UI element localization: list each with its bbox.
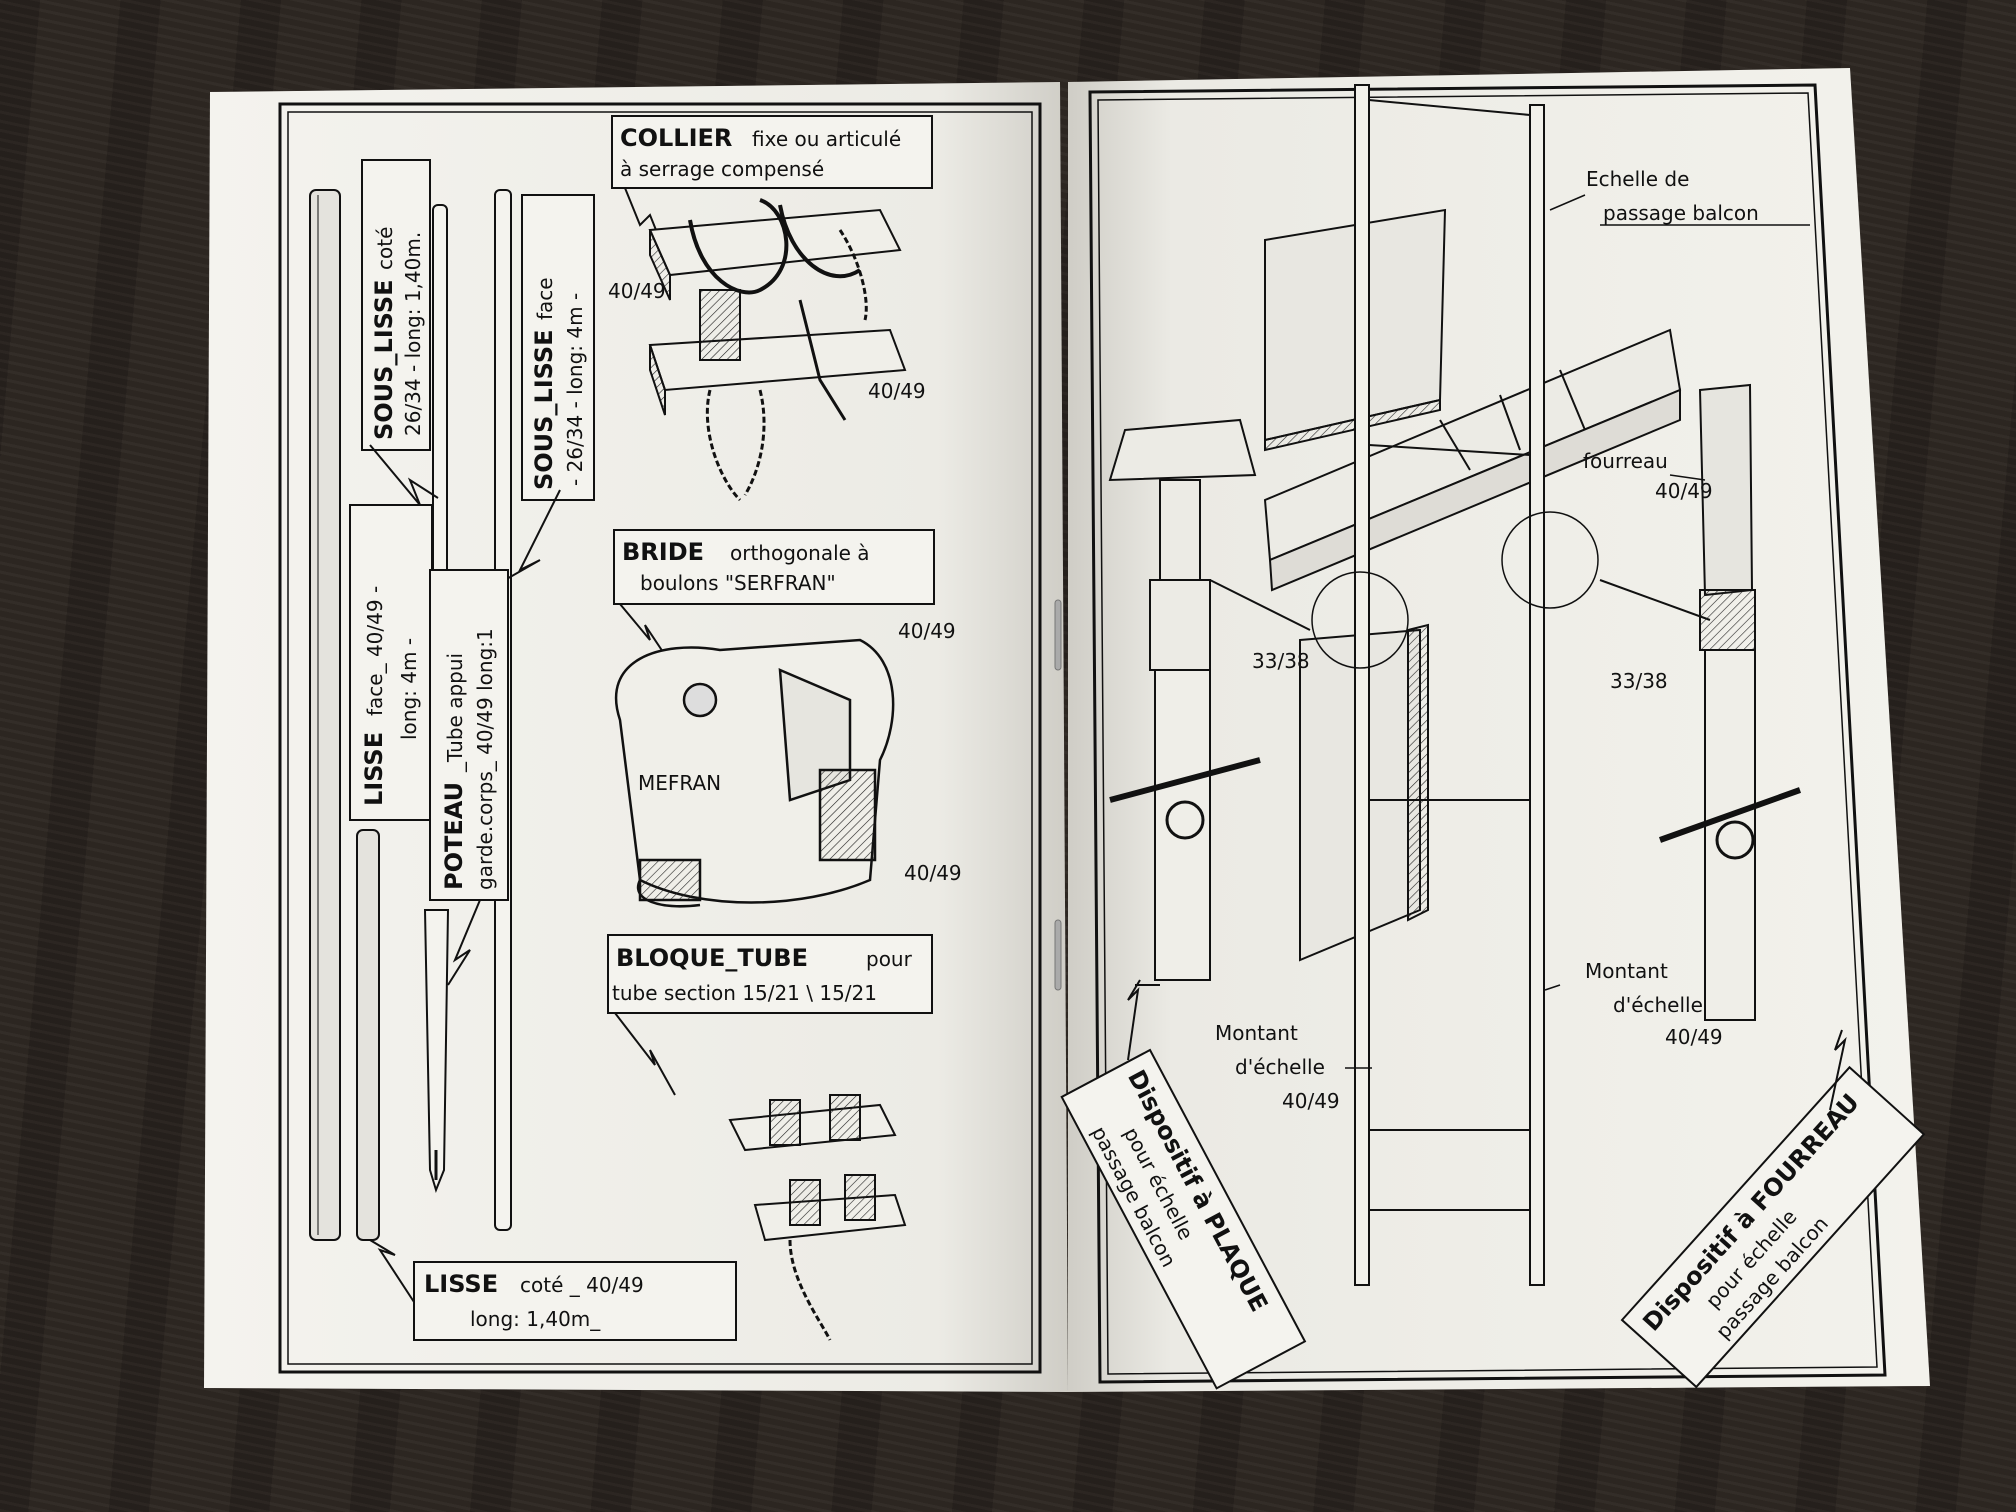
bride-title: BRIDE	[622, 538, 704, 566]
right-page: Echelle de passage balcon fourreau 40/49…	[1060, 68, 1930, 1392]
lisse-face-label: LISSE face_ 40/49 - long: 4m -	[349, 504, 433, 821]
bloque-tube-line1: pour	[866, 947, 913, 971]
fourreau-device-drawing	[1658, 383, 1802, 1021]
montant-right-dim: 40/49	[1665, 1025, 1723, 1049]
lisse-face-line2: long: 4m -	[397, 638, 421, 740]
bride-drawing	[614, 638, 895, 908]
fourreau-dim: 40/49	[1655, 479, 1713, 503]
collier-label: COLLIER fixe ou articulé à serrage compe…	[611, 115, 933, 189]
left-page-frame	[278, 102, 1042, 1374]
bride-line1: orthogonale à	[730, 541, 870, 565]
bride-dim-b: 40/49	[904, 861, 962, 885]
sous-lisse-face-title: SOUS_LISSE	[530, 329, 558, 490]
staples	[1054, 599, 1062, 991]
collier-drawing	[648, 198, 907, 502]
fourreau-label: fourreau	[1583, 449, 1668, 473]
bloque-tube-line2: tube section 15/21 \ 15/21	[612, 981, 877, 1005]
dim-left: 33/38	[1252, 649, 1310, 673]
left-page: SOUS_LISSE coté 26/34 - long: 1,40m. SOU…	[204, 82, 1068, 1392]
bloque-tube-label: BLOQUE_TUBE pour tube section 15/21 \ 15…	[607, 934, 933, 1014]
sous-lisse-cote-title: SOUS_LISSE	[370, 279, 398, 440]
bride-line2: boulons "SERFRAN"	[640, 571, 836, 595]
collier-dim-b: 40/49	[868, 379, 926, 403]
dim-right: 33/38	[1610, 669, 1668, 693]
collier-line2: à serrage compensé	[620, 157, 824, 181]
sous-lisse-face-detail: - 26/34 - long: 4m -	[563, 293, 587, 486]
poteau-line2: garde.corps_ 40/49 long:1	[473, 628, 497, 890]
bride-label: BRIDE orthogonale à boulons "SERFRAN"	[613, 529, 935, 605]
balcony-ladder-drawing	[1209, 84, 1711, 1286]
sous-lisse-cote-detail: 26/34 - long: 1,40m.	[401, 232, 425, 436]
echelle-line1: Echelle de	[1586, 167, 1689, 191]
right-page-frame	[1088, 83, 1887, 1384]
montant-right-line1: Montant	[1585, 959, 1668, 983]
sous-lisse-face-suffix: face	[533, 277, 557, 320]
plaque-device-drawing	[1108, 418, 1261, 986]
poteau-label: POTEAU _Tube appui garde.corps_ 40/49 lo…	[429, 569, 509, 901]
lisse-face-line1: face_ 40/49 -	[363, 586, 387, 716]
echelle-line2: passage balcon	[1603, 201, 1759, 225]
plaque-label: Dispositif à PLAQUE pour échelle passage…	[1060, 1048, 1307, 1390]
bride-dim-a: 40/49	[898, 619, 956, 643]
collier-dim-a: 40/49	[608, 279, 666, 303]
lisse-face-title: LISSE	[360, 732, 388, 806]
lisse-cote-label: LISSE coté _ 40/49 long: 1,40m_	[413, 1261, 737, 1341]
montant-right-line2: d'échelle	[1613, 993, 1703, 1017]
bride-stamp: MEFRAN	[638, 771, 721, 795]
montant-left-line2: d'échelle	[1235, 1055, 1325, 1079]
sous-lisse-cote-label: SOUS_LISSE coté 26/34 - long: 1,40m.	[361, 159, 431, 451]
montant-left-dim: 40/49	[1282, 1089, 1340, 1113]
lisse-cote-title: LISSE	[424, 1270, 498, 1298]
sous-lisse-face-label: SOUS_LISSE face - 26/34 - long: 4m -	[521, 194, 595, 501]
lisse-cote-line1: coté _ 40/49	[520, 1273, 644, 1297]
bloque-tube-drawing	[728, 1094, 907, 1341]
sous-lisse-cote-suffix: coté	[373, 227, 397, 270]
poteau-title: POTEAU	[440, 782, 468, 890]
collier-line1: fixe ou articulé	[752, 127, 901, 151]
montant-left-line1: Montant	[1215, 1021, 1298, 1045]
collier-title: COLLIER	[620, 124, 732, 152]
poteau-line1: _Tube appui	[443, 653, 467, 773]
bloque-tube-title: BLOQUE_TUBE	[616, 944, 808, 972]
lisse-cote-line2: long: 1,40m_	[470, 1307, 601, 1331]
